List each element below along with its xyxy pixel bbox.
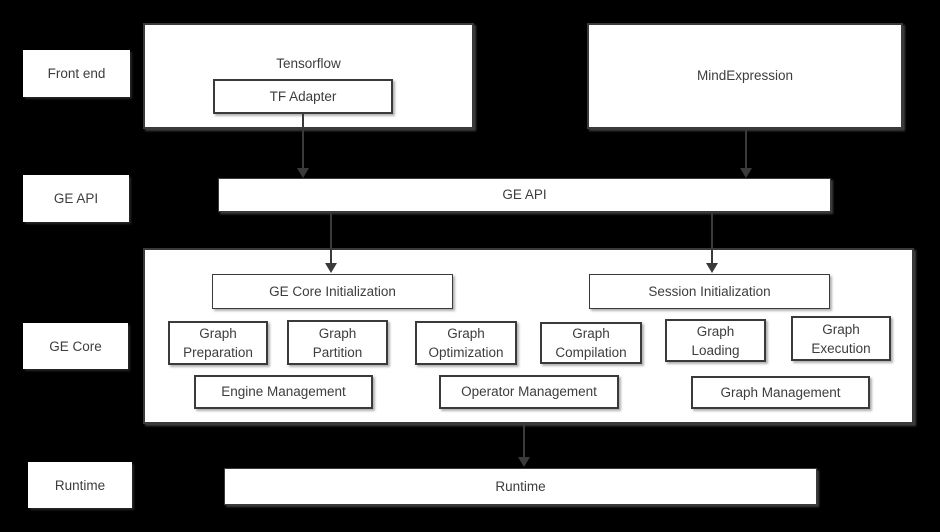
graph-optimization-box: Graph Optimization	[415, 321, 517, 365]
tensorflow-label: Tensorflow	[276, 56, 341, 71]
mindexpression-box: MindExpression	[587, 23, 903, 129]
arrow-head-icon	[297, 168, 309, 178]
module-line1: Graph	[199, 326, 237, 341]
graph-preparation-box: Graph Preparation	[168, 321, 268, 365]
tensorflow-box: Tensorflow TF Adapter	[143, 23, 474, 129]
module-line2: Preparation	[183, 345, 253, 360]
arrow-mindexpression-to-ge-api	[739, 129, 753, 178]
graph-partition-box: Graph Partition	[287, 320, 388, 365]
tf-adapter-box: TF Adapter	[213, 79, 393, 114]
ge-core-box: GE Core Initialization Session Initializ…	[143, 248, 914, 424]
layer-label-ge-api: GE API	[23, 175, 129, 222]
arrow-head-icon	[518, 457, 530, 467]
layer-label-ge-core: GE Core	[23, 323, 128, 369]
module-line1: Graph	[822, 321, 860, 337]
session-initialization-box: Session Initialization	[589, 274, 830, 309]
ge-api-bar: GE API	[218, 178, 831, 212]
graph-management-box: Graph Management	[691, 376, 870, 409]
operator-management-box: Operator Management	[439, 375, 619, 409]
layer-label-front-end: Front end	[23, 50, 130, 97]
runtime-bar: Runtime	[224, 468, 817, 505]
module-line1: Graph	[696, 323, 735, 339]
arrow-shaft	[523, 424, 525, 459]
arrow-head-icon	[740, 168, 752, 178]
graph-loading-box: Graph Loading	[665, 319, 766, 362]
module-line2: Execution	[811, 340, 871, 356]
module-line2: Compilation	[555, 345, 627, 360]
engine-management-box: Engine Management	[194, 375, 373, 409]
module-line1: Graph	[447, 326, 485, 341]
arrow-shaft	[745, 129, 747, 170]
module-line2: Loading	[691, 342, 740, 358]
module-line2: Partition	[312, 344, 363, 360]
module-line1: Graph	[318, 325, 357, 341]
module-line1: Graph	[572, 326, 610, 341]
ge-core-initialization-box: GE Core Initialization	[212, 274, 453, 309]
arrow-ge-core-to-runtime	[517, 424, 531, 467]
graph-compilation-box: Graph Compilation	[540, 322, 642, 364]
module-line2: Optimization	[428, 345, 504, 360]
graph-execution-box: Graph Execution	[791, 316, 891, 361]
layer-label-runtime: Runtime	[28, 462, 132, 508]
